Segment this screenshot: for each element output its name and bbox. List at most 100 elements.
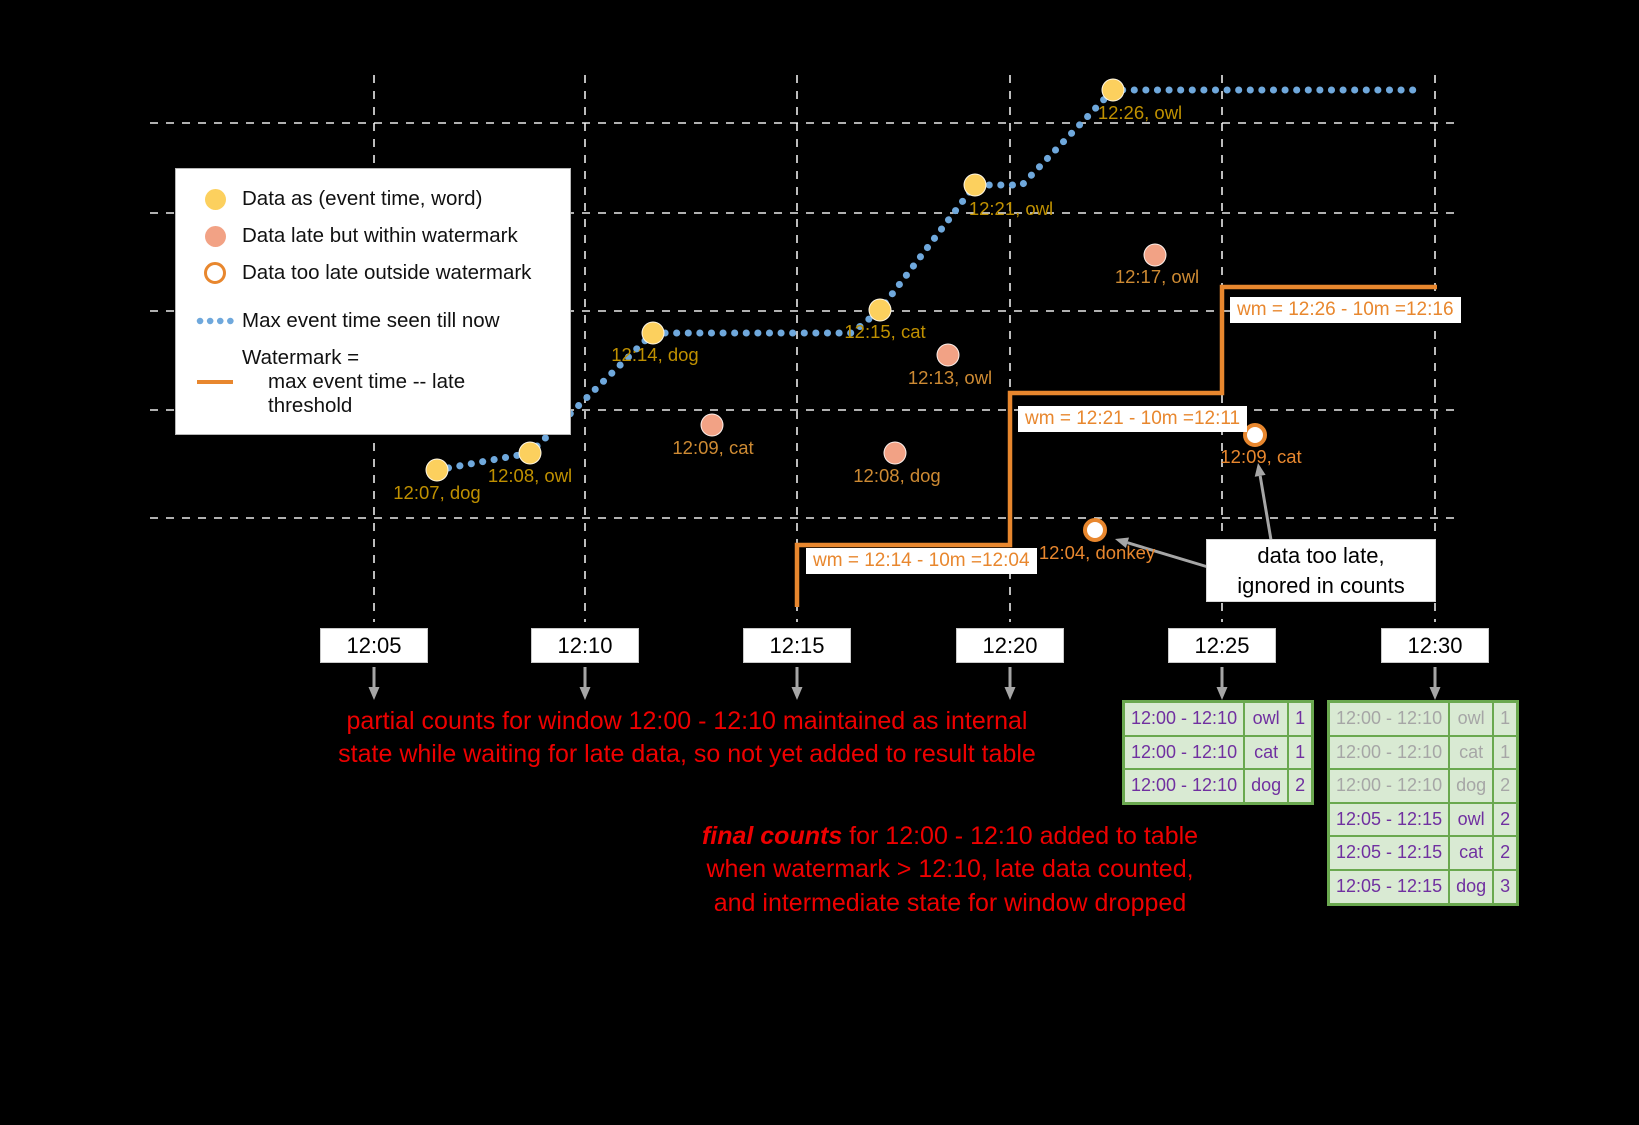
result-cell-window: 12:00 - 12:10 [1122,734,1246,771]
data-point-label: 12:08, owl [487,465,573,486]
arrow-head-icon [579,687,591,700]
result-cell-word: cat [1448,734,1495,771]
note-partial-counts: partial counts for window 12:00 - 12:10 … [317,705,1057,772]
watermark-value-label: wm = 12:21 - 10m =12:11 [1018,406,1248,432]
legend-label-watermark: Watermark = max event time -- late thres… [242,346,550,418]
dotted-line-icon [196,316,234,326]
legend-label-toolate: Data too late outside watermark [242,261,532,284]
arrow-line [1258,475,1273,541]
legend-label-late: Data late but within watermark [242,224,518,247]
axis-tick-1205: 12:05 [320,628,428,663]
arrow-head-icon [1115,537,1130,549]
arrow-head-icon [1216,687,1228,700]
note-line: ignored in counts [1237,572,1405,598]
data-point-label: 12:26, owl [1097,102,1183,123]
data-point-late [883,441,907,465]
data-point-label: 12:21, owl [968,198,1054,219]
result-cell-count: 2 [1492,801,1519,838]
note-final-counts: final counts for 12:00 - 12:10 added to … [650,820,1250,920]
result-cell-word: dog [1448,768,1495,804]
note-too-late: data too late, ignored in counts [1206,539,1436,602]
data-point-toolate [1083,518,1107,542]
late-dot-icon [196,225,234,247]
result-cell-count: 3 [1492,868,1519,906]
axis-tick-1220: 12:20 [956,628,1064,663]
legend-item-late: Data late but within watermark [196,224,550,248]
arrow-line [1127,541,1209,569]
data-point-ontime [1101,78,1125,102]
note-line-rest: for 12:00 - 12:10 added to table [842,822,1199,850]
data-point-label: 12:15, cat [844,321,926,342]
axis-tick-1225: 12:25 [1168,628,1276,663]
legend-watermark-line1: Watermark = [242,346,360,369]
result-cell-window: 12:00 - 12:10 [1122,768,1246,805]
result-cell-word: dog [1448,868,1495,906]
result-cell-count: 2 [1287,768,1314,805]
legend-item-max-event-time: Max event time seen till now [196,309,550,333]
watermark-line-icon [196,379,234,385]
ontime-dot-icon [196,188,234,210]
result-cell-count: 1 [1287,700,1314,737]
data-point-label: 12:09, cat [1220,446,1302,467]
axis-tick-1230: 12:30 [1381,628,1489,663]
arrow-head-icon [1429,687,1441,700]
result-cell-word: cat [1448,835,1495,871]
result-cell-count: 1 [1492,734,1519,771]
toolate-circle-icon [196,262,234,284]
arrow-head-icon [791,687,803,700]
data-point-ontime [518,441,542,465]
result-cell-word: owl [1448,801,1495,838]
data-point-ontime [641,321,665,345]
result-cell-window: 12:05 - 12:15 [1327,835,1451,871]
axis-tick-1210: 12:10 [531,628,639,663]
data-point-label: 12:14, dog [611,344,699,365]
result-cell-word: owl [1448,700,1495,737]
watermark-value-label: wm = 12:14 - 10m =12:04 [806,548,1037,574]
data-point-late [936,343,960,367]
watermark-value-label: wm = 12:26 - 10m =12:16 [1230,297,1461,323]
result-cell-window: 12:00 - 12:10 [1327,734,1451,771]
result-cell-window: 12:00 - 12:10 [1327,768,1451,804]
note-line: final counts for 12:00 - 12:10 added to … [650,820,1250,853]
result-cell-count: 2 [1492,835,1519,871]
data-point-label: 12:07, dog [393,482,481,503]
data-point-label: 12:09, cat [672,437,754,458]
arrow-head-icon [1004,687,1016,700]
data-point-ontime [963,173,987,197]
arrow-head-icon [1254,463,1266,477]
data-point-label: 12:17, owl [1114,266,1200,287]
note-emphasis: final counts [701,822,843,850]
result-cell-window: 12:05 - 12:15 [1327,801,1451,838]
data-point-ontime [425,458,449,482]
note-line: state while waiting for late data, so no… [338,740,1036,769]
result-cell-word: dog [1243,768,1290,805]
note-line: data too late, [1257,542,1385,568]
arrow-head-icon [368,687,380,700]
data-point-ontime [868,298,892,322]
data-point-label: 12:08, dog [853,465,941,486]
result-cell-word: owl [1243,700,1290,737]
legend-item-ontime: Data as (event time, word) [196,187,550,211]
result-cell-count: 1 [1492,700,1519,737]
data-point-label: 12:04, donkey [1038,542,1156,563]
result-cell-window: 12:05 - 12:15 [1327,868,1451,906]
data-point-late [700,413,724,437]
note-line: when watermark > 12:10, late data counte… [706,855,1194,884]
data-point-late [1143,243,1167,267]
result-cell-window: 12:00 - 12:10 [1122,700,1246,737]
legend: Data as (event time, word) Data late but… [175,168,571,435]
result-cell-window: 12:00 - 12:10 [1327,700,1451,737]
note-line: and intermediate state for window droppe… [713,888,1187,917]
